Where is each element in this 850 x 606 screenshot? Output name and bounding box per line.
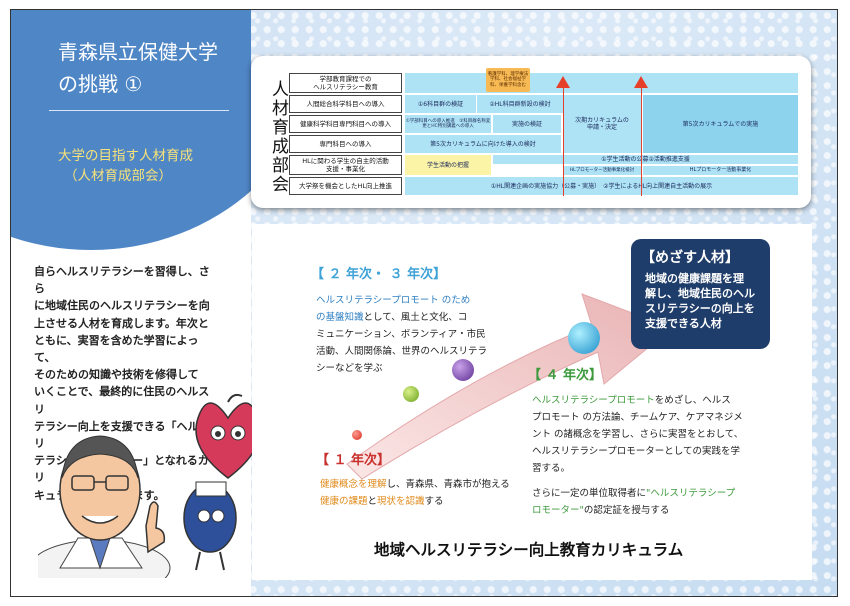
mascot-characters bbox=[183, 393, 261, 571]
year-1-line: 健康の課題と現状を認識する bbox=[320, 493, 520, 510]
row-label: 人間総合科学科目への導入 bbox=[289, 95, 402, 113]
cell: ①HL関連企画の実施協力（公募・実施） ②学生によるHL向上関連自主活動の展示 bbox=[405, 177, 798, 195]
goal-box: 【めざす人材】 地域の健康課題を理 解し、地域住民のヘル スリテラシーの向上を … bbox=[631, 239, 770, 349]
stage-marker-4 bbox=[568, 322, 600, 354]
table-grid: ①6科目群の検証 ②HL科目群新設の検討 ①学部科目への導入推進 ②科目群名称変… bbox=[405, 73, 798, 195]
text-fragment: と bbox=[367, 496, 378, 507]
goal-line: 地域の健康課題を理 bbox=[645, 272, 744, 285]
cell: ①学部科目への導入推進 ②科目群名称変更とHC特別講義への導入 bbox=[405, 115, 491, 133]
cell: 第5次カリキュラムに向けた導入の検討 bbox=[405, 135, 561, 153]
department-note: 看護学科、理学療法学科、社会福祉学科、栄養学科含む bbox=[486, 68, 530, 92]
text-fragment: する bbox=[424, 496, 444, 507]
goal-line: スリテラシーの向上を bbox=[645, 302, 755, 315]
milestone-triangle bbox=[634, 76, 648, 88]
stage-marker-1 bbox=[352, 430, 362, 440]
year-2-3-line: の基盤知識として、風土と文化、コ bbox=[316, 309, 506, 326]
stage-marker-2 bbox=[403, 386, 419, 402]
year-1-heading: 【 １ 年次】 bbox=[316, 453, 391, 468]
year-4-line: ヘルスリテラシープロモートをめざし、ヘルス bbox=[532, 392, 792, 409]
title-divider bbox=[49, 110, 229, 111]
cell: HLプロモーター活動事業化 bbox=[643, 166, 798, 175]
year-2-3-line: ミュニケーション、ボランティア・市民 bbox=[316, 329, 486, 340]
intro-paragraph: 自らヘルスリテラシーを習得し、さら に地域住民のヘルスリテラシーを向 上させる人… bbox=[34, 263, 214, 504]
cell: 実施の検証 bbox=[493, 115, 561, 133]
intro-line: ともに、実習を含めた学習によって、 bbox=[34, 333, 199, 365]
keyword-issues: 健康の課題 bbox=[320, 496, 368, 507]
cell: HLプロモーター活動事業化検討 bbox=[563, 166, 641, 175]
year-2-3-line-rest: として、風土と文化、コ bbox=[363, 312, 468, 323]
keyword-promoter-end: ロモーター" bbox=[532, 505, 584, 516]
year-2-3-text: ヘルスリテラシープロモート のため の基盤知識として、風土と文化、コ ミュニケー… bbox=[316, 292, 506, 377]
intro-line: いくことで、最終的に住民のヘルスリ bbox=[34, 385, 210, 416]
stage-marker-3 bbox=[452, 359, 474, 381]
professor-illustration bbox=[38, 435, 171, 578]
goal-text: 地域の健康課題を理 解し、地域住民のヘル スリテラシーの向上を 支援できる人材 bbox=[645, 271, 767, 331]
subtitle-line-2: （人材育成部会） bbox=[64, 168, 172, 184]
year-1-line: 健康概念を理解し、青森県、青森市が抱える bbox=[320, 476, 520, 493]
text-fragment: をめざし、ヘルス bbox=[654, 395, 731, 406]
text-fragment: の認定証を授与する bbox=[583, 505, 670, 516]
intro-line: テラシー向上を支援できる「ヘルスリ bbox=[34, 419, 210, 451]
intro-line: 自らヘルスリテラシーを習得し、さら bbox=[34, 265, 210, 296]
intro-line: に地域住民のヘルスリテラシーを向 bbox=[34, 299, 210, 313]
keyword-promote: ヘルスリテラシープロモート bbox=[532, 395, 655, 406]
text-fragment: さらに一定の単位取得者に bbox=[532, 488, 647, 499]
subtitle-line-1: 大学の目指す人材育成 bbox=[58, 148, 193, 164]
year-1-text: 健康概念を理解し、青森県、青森市が抱える 健康の課題と現状を認識する bbox=[320, 476, 520, 510]
subtitle: 大学の目指す人材育成 （人材育成部会） bbox=[58, 146, 193, 186]
keyword-concept: 健康概念を理解 bbox=[320, 479, 387, 490]
text-fragment: し、青森県、青森市が抱える bbox=[386, 479, 510, 490]
cell: 次期カリキュラムの 申請・決定 bbox=[563, 95, 641, 153]
cell: ①学生活動の公募②活動推進支援 bbox=[493, 155, 798, 164]
goal-line: 支援できる人材 bbox=[645, 317, 722, 330]
cell: ②HL科目群新設の検討 bbox=[477, 95, 563, 113]
cell: 第5次カリキュラムでの実施 bbox=[643, 95, 798, 153]
year-2-3-line: 活動、人間関係論、世界のヘルスリテラ bbox=[316, 346, 488, 357]
header-blue-circle bbox=[11, 10, 251, 250]
page-title: 青森県立保健大学 の挑戦 ① bbox=[58, 36, 218, 100]
keyword-kiban: の基盤知識 bbox=[316, 312, 364, 323]
title-line-2: の挑戦 ① bbox=[58, 72, 143, 96]
intro-line: 上させる人材を育成します。年次と bbox=[34, 316, 209, 330]
year-2-3-line: ヘルスリテラシープロモート のため bbox=[316, 295, 471, 306]
row-label: HLに関わる学生の自主的活動 支援・事業化 bbox=[289, 155, 402, 175]
curriculum-title: 地域ヘルスリテラシー向上教育カリキュラム bbox=[374, 541, 684, 559]
keyword-awareness: 現状を認識 bbox=[377, 496, 425, 507]
milestone-line bbox=[641, 88, 642, 196]
keyword-promoter: "ヘルスリテラシープ bbox=[646, 488, 736, 499]
year-4-line: さらに一定の単位取得者に"ヘルスリテラシープ bbox=[532, 485, 792, 502]
title-line-1: 青森県立保健大学 bbox=[58, 40, 218, 64]
milestone-triangle bbox=[556, 76, 570, 88]
year-4-text: ヘルスリテラシープロモートをめざし、ヘルス プロモート の方法論、チームケア、ケ… bbox=[532, 392, 792, 519]
goal-line: 解し、地域住民のヘル bbox=[645, 287, 755, 300]
year-4-line: ヘルスリテラシープロモーターとしての実践を学 bbox=[532, 446, 740, 457]
row-label: 大学祭を機会としたHL向上推進 bbox=[289, 177, 402, 195]
goal-heading: 【めざす人材】 bbox=[641, 250, 739, 266]
year-2-3-line: シーなどを学ぶ bbox=[316, 363, 383, 374]
milestone-line bbox=[563, 88, 564, 196]
year-4-line: ロモーター"の認定証を授与する bbox=[532, 502, 792, 519]
cell: 学生活動の把握 bbox=[405, 155, 491, 175]
row-label: 専門科目への導入 bbox=[289, 135, 402, 153]
cell-blank bbox=[405, 73, 798, 93]
table-vertical-label: 人材育成部会 bbox=[268, 80, 288, 194]
year-4-line: ント の諸概念を学習し、さらに実習をとおして、 bbox=[532, 429, 744, 440]
year-2-3-heading: 【 ２ 年次・ ３ 年次】 bbox=[311, 267, 447, 282]
year-4-line: プロモート の方法論、チームケア、ケアマネジメ bbox=[532, 412, 743, 423]
row-label: 健康科学科目専門科目への導入 bbox=[289, 115, 402, 133]
row-label: 学部教育課程での ヘルスリテラシー教育 bbox=[289, 73, 402, 93]
intro-line: そのための知識や技術を修得して bbox=[34, 368, 199, 382]
year-4-line: 習する。 bbox=[532, 463, 571, 474]
year-4-heading: 【 ４ 年次】 bbox=[528, 368, 603, 383]
cell: ①6科目群の検証 bbox=[405, 95, 477, 113]
